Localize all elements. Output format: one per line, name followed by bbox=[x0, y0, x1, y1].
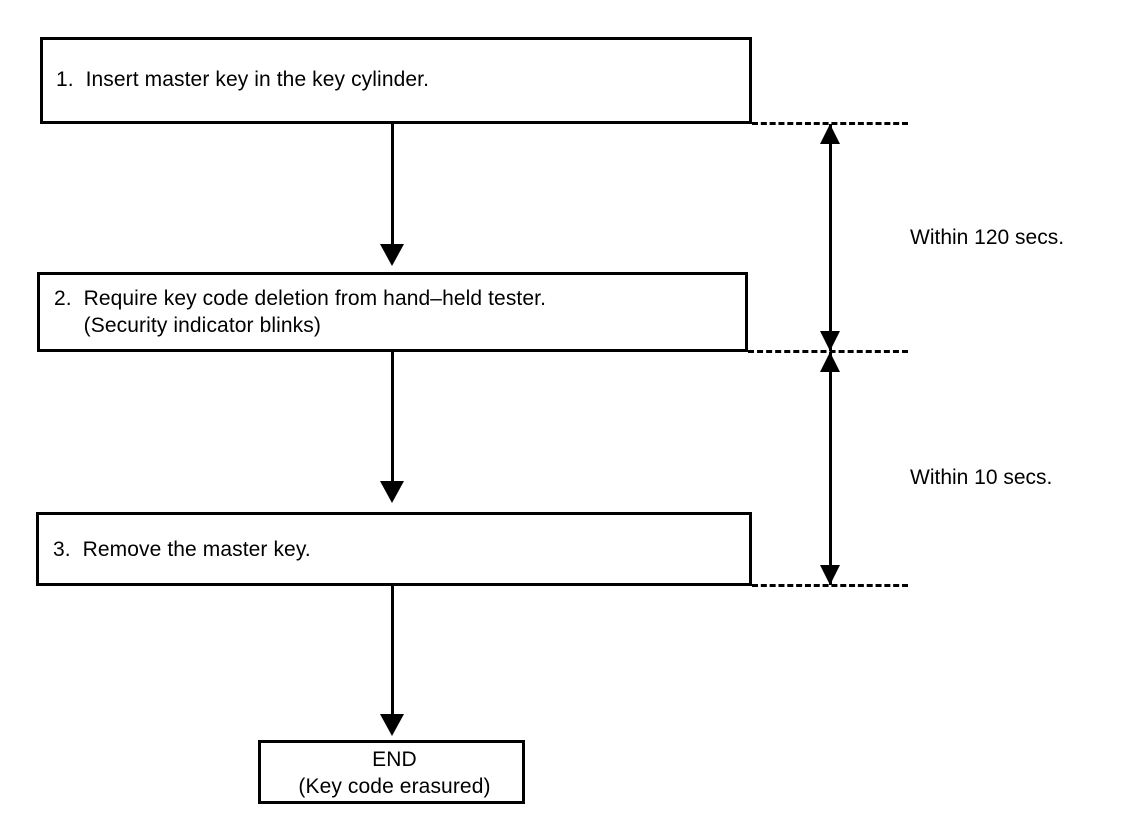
dimension-line-within-120-secs-arrowhead-up-icon bbox=[820, 124, 840, 144]
dimension-leader-top bbox=[752, 122, 908, 125]
dimension-leader-middle bbox=[748, 350, 908, 353]
connector-step1-to-step2 bbox=[391, 124, 394, 246]
timing-annotation-within-120-secs: Within 120 secs. bbox=[910, 226, 1065, 249]
dimension-line-within-120-secs bbox=[829, 124, 832, 351]
connector-step3-to-end-arrowhead-icon bbox=[380, 714, 404, 736]
timing-annotation-within-10-secs: Within 10 secs. bbox=[910, 466, 1053, 489]
connector-step2-to-step3-arrowhead-icon bbox=[380, 481, 404, 503]
step-1-label: 1. Insert master key in the key cylinder… bbox=[56, 68, 430, 91]
dimension-line-within-10-secs bbox=[829, 352, 832, 585]
dimension-line-within-10-secs-arrowhead-down-icon bbox=[820, 565, 840, 585]
end-label: END (Key code erasured) bbox=[298, 748, 491, 798]
dimension-leader-bottom bbox=[752, 584, 908, 587]
step-2-label: 2. Require key code deletion from hand–h… bbox=[54, 287, 547, 337]
dimension-line-within-120-secs-arrowhead-down-icon bbox=[820, 331, 840, 351]
flowchart-node-end: END (Key code erasured) bbox=[258, 740, 525, 804]
connector-step1-to-step2-arrowhead-icon bbox=[380, 244, 404, 266]
step-3-label: 3. Remove the master key. bbox=[53, 538, 311, 561]
flowchart-node-step-2: 2. Require key code deletion from hand–h… bbox=[37, 272, 748, 352]
connector-step3-to-end bbox=[391, 586, 394, 716]
dimension-line-within-10-secs-arrowhead-up-icon bbox=[820, 352, 840, 372]
flowchart-node-step-3: 3. Remove the master key. bbox=[36, 512, 752, 586]
flowchart-node-step-1: 1. Insert master key in the key cylinder… bbox=[40, 37, 752, 124]
connector-step2-to-step3 bbox=[391, 352, 394, 483]
